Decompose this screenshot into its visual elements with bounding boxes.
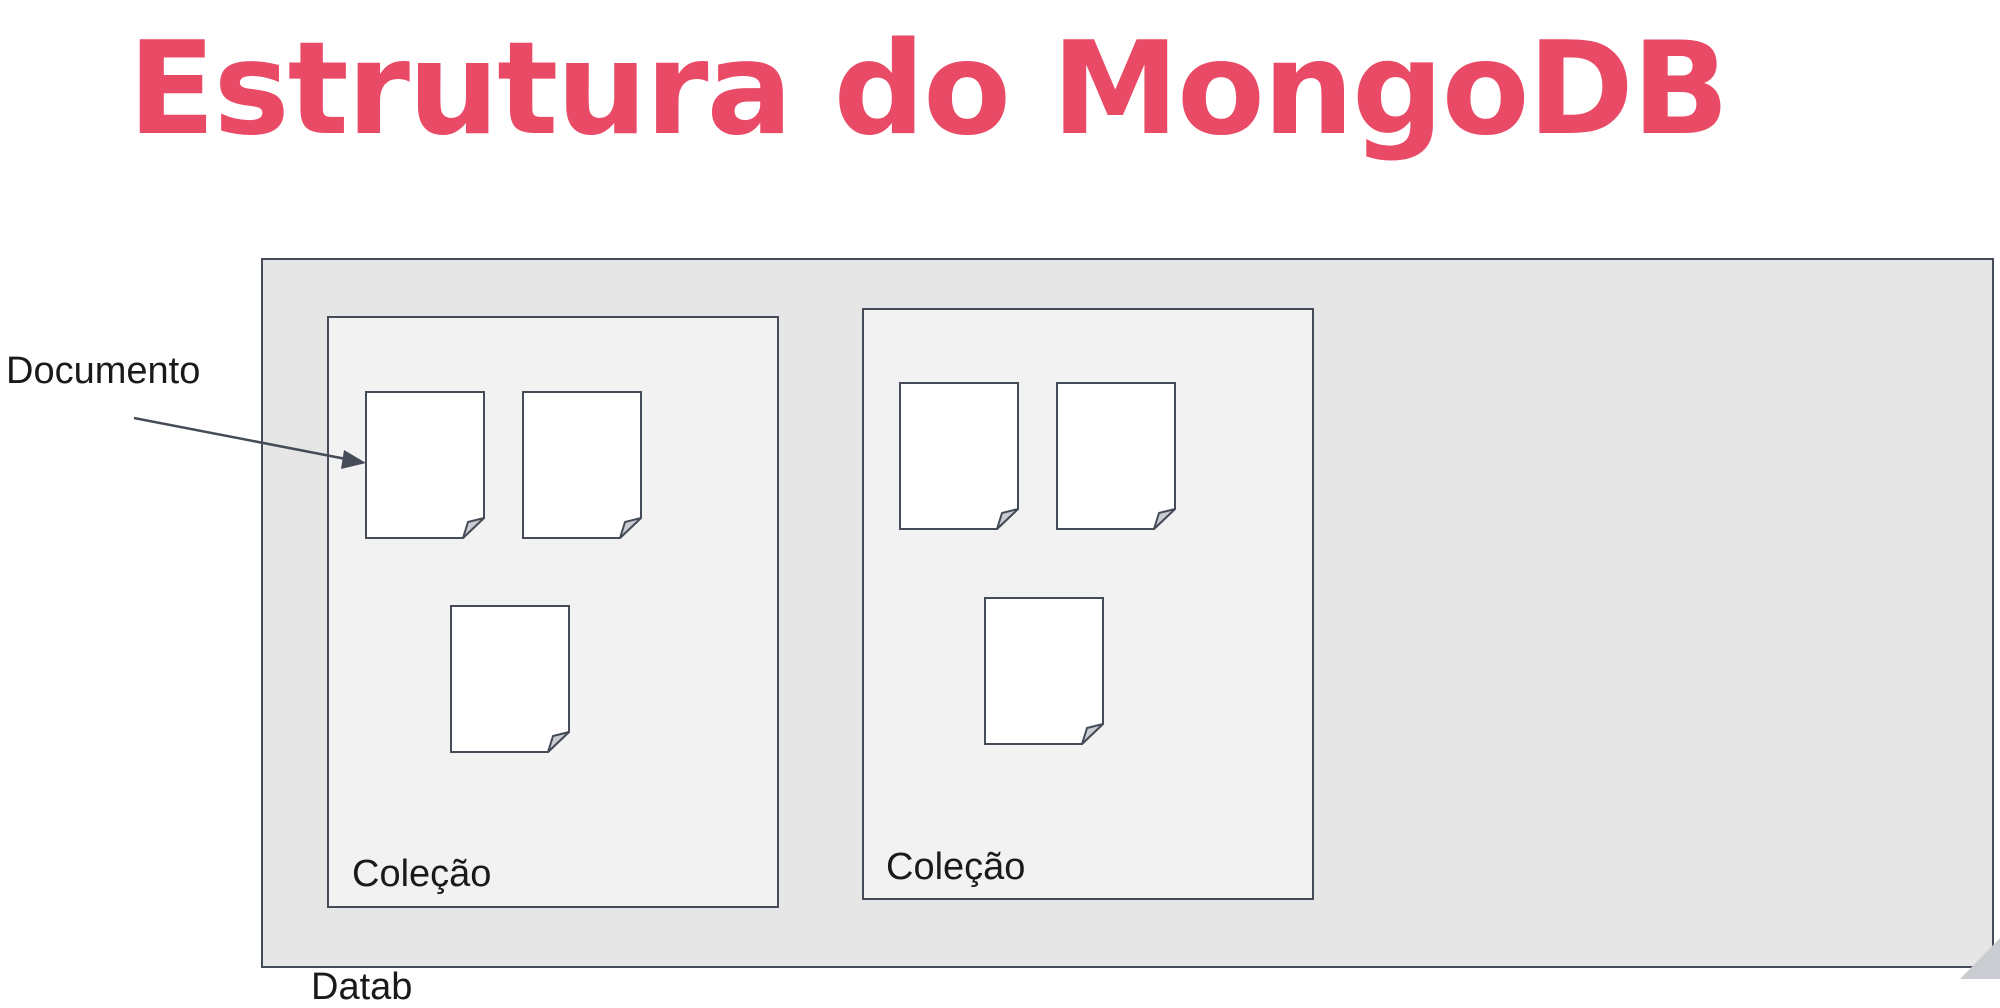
document-icon <box>522 391 642 539</box>
document-icon <box>899 382 1019 530</box>
document-icon <box>450 605 570 753</box>
collection-label: Coleção <box>352 853 492 895</box>
document-label: Documento <box>6 350 201 392</box>
database-label: Datab <box>311 966 413 1008</box>
page-curl-icon <box>1960 938 2000 979</box>
document-icon <box>365 391 485 539</box>
document-icon <box>1056 382 1176 530</box>
pointer-arrow <box>133 416 366 469</box>
document-icon <box>984 597 1104 745</box>
collection-label: Coleção <box>886 846 1026 888</box>
slide-title: Estrutura do MongoDB <box>128 15 1729 164</box>
